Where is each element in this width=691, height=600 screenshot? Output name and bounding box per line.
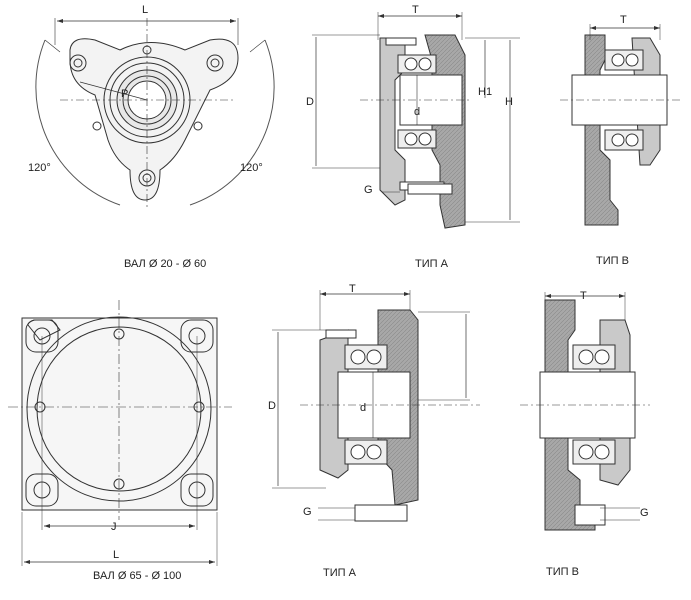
caption-shaft-small: ВАЛ Ø 20 - Ø 60 (124, 258, 207, 270)
dim-T-type-a-bottom: T (349, 283, 356, 295)
triangular-flange-view (35, 18, 275, 210)
dim-D-type-a-top: D (306, 96, 314, 108)
dim-T-type-b-top: T (620, 14, 627, 26)
dim-P: P (121, 88, 129, 100)
dim-L-top: L (142, 4, 149, 16)
dim-d-type-a-top: d (414, 106, 421, 118)
dim-T-type-b-bottom: T (580, 290, 587, 302)
type-a-section-bottom (272, 290, 480, 522)
caption-type-b-bottom: ТИП B (546, 566, 579, 578)
dim-H: H (505, 96, 513, 108)
dim-H1: H1 (478, 86, 493, 98)
angle-left-label: 120° (28, 162, 51, 174)
type-b-section-top (560, 24, 680, 226)
type-b-section-bottom (520, 292, 650, 531)
caption-type-b-top: ТИП B (596, 255, 629, 267)
square-flange-view (8, 300, 232, 566)
caption-shaft-large: ВАЛ Ø 65 - Ø 100 (93, 570, 182, 582)
dim-J: J (111, 521, 117, 533)
caption-type-a-top: ТИП A (415, 258, 448, 270)
type-a-section-top (312, 12, 520, 229)
dim-G-type-b-bottom: G (640, 507, 649, 519)
dim-G-type-a-bottom: G (303, 506, 312, 518)
dim-d-type-a-bottom: d (360, 402, 367, 414)
dim-G-type-a-top: G (364, 184, 373, 196)
dim-T-type-a-top: T (412, 4, 419, 16)
angle-right-label: 120° (240, 162, 263, 174)
dim-L-bottom: L (113, 549, 120, 561)
dim-D-type-a-bottom: D (268, 400, 276, 412)
caption-type-a-bottom: ТИП A (323, 567, 356, 579)
